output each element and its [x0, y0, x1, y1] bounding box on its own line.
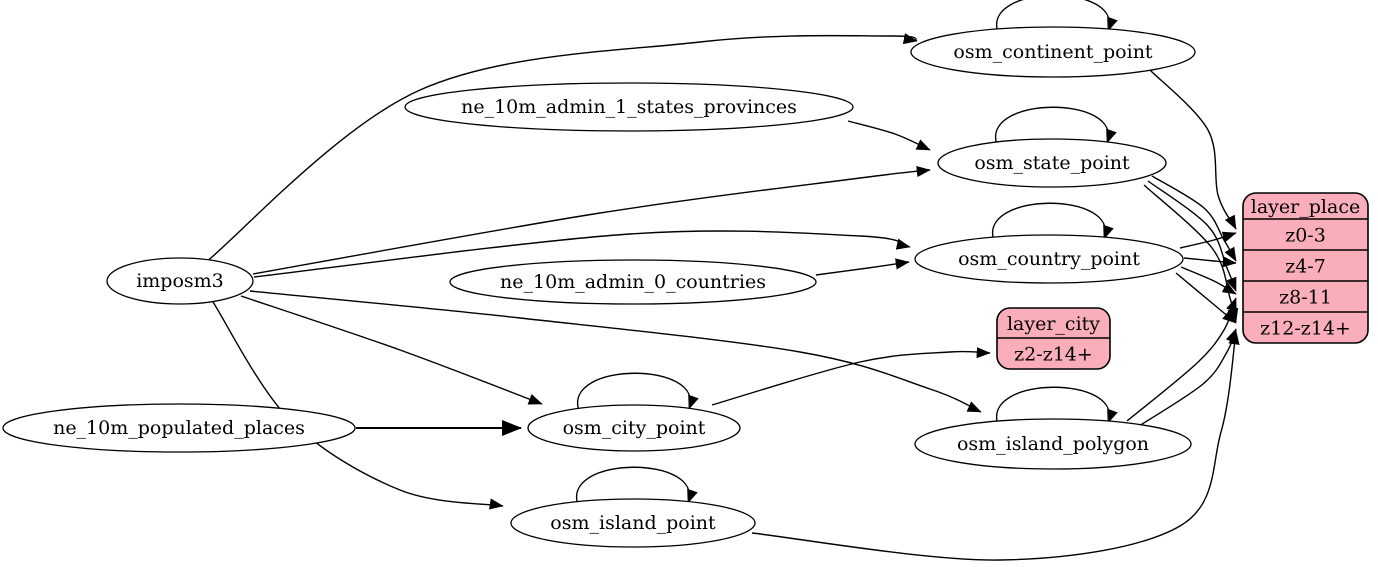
edge-osm_state_point-to-layer_place-row1 [1151, 175, 1237, 262]
layer_city-header: layer_city [1007, 313, 1100, 335]
self-loop-osm_continent_point [995, 0, 1118, 34]
node-label-osm_continent_point: osm_continent_point [953, 41, 1153, 63]
node-label-ne_10m_admin_1_states_provinces: ne_10m_admin_1_states_provinces [461, 96, 797, 118]
imposm3-ellipse [106, 257, 254, 305]
edge-osm_continent_point-to-layer_place-row0 [1149, 69, 1237, 230]
node-osm_island_polygon: osm_island_polygon [914, 418, 1192, 470]
node-label-ne_10m_admin_0_countries: ne_10m_admin_0_countries [500, 271, 766, 293]
edge-osm_country_point-to-layer_place-row2 [1180, 266, 1237, 295]
self-loop-osm_island_polygon [995, 386, 1118, 426]
self-loops-layer [575, 0, 1118, 506]
osm_island_point-ellipse [510, 498, 756, 548]
edge-imposm3-to-osm_island_polygon [249, 290, 982, 413]
layer_place-header: layer_place [1251, 196, 1360, 218]
edge-osm_state_point-to-layer_place-row2 [1147, 180, 1237, 292]
node-osm_continent_point: osm_continent_point [910, 26, 1196, 78]
ne_10m_admin_0_countries-ellipse [449, 259, 817, 305]
node-ne_10m_admin_0_countries: ne_10m_admin_0_countries [449, 259, 817, 305]
node-label-osm_state_point: osm_state_point [974, 152, 1130, 174]
node-osm_country_point: osm_country_point [914, 234, 1184, 284]
edge-osm_city_point-to-layer_city-row0 [711, 347, 991, 406]
edge-osm_country_point-to-layer_place-row0 [1179, 231, 1237, 249]
layer_city-row-0: z2-z14+ [1014, 344, 1093, 366]
layer_place-box [1242, 192, 1369, 344]
node-ne_10m_populated_places: ne_10m_populated_places [2, 403, 356, 453]
record-layer_city: layer_city z2-z14+ [996, 307, 1111, 370]
node-ne_10m_admin_1_states_provinces: ne_10m_admin_1_states_provinces [404, 82, 854, 132]
node-label-osm_island_polygon: osm_island_polygon [957, 433, 1149, 455]
self-loop-osm_city_point [576, 372, 699, 412]
node-label-osm_island_point: osm_island_point [550, 512, 716, 534]
edge-imposm3-to-osm_state_point [252, 165, 931, 275]
node-osm_island_point: osm_island_point [510, 498, 756, 548]
ne_10m_admin_1_states_provinces-ellipse [404, 82, 854, 132]
node-label-imposm3: imposm3 [136, 270, 224, 292]
self-loop-osm_state_point [994, 106, 1117, 146]
edge-imposm3-to-osm_continent_point [204, 33, 918, 264]
self-loop-osm_island_point [575, 466, 698, 506]
edge-ne_10m_admin_0_countries-to-osm_country_point [815, 258, 910, 276]
edge-osm_country_point-to-layer_place-row1 [1183, 256, 1237, 268]
ne_10m_populated_places-ellipse [2, 403, 356, 453]
edge-osm_island_polygon-to-layer_place-row2 [1126, 297, 1237, 422]
edge-imposm3-to-osm_country_point [253, 230, 911, 278]
layer_place-row-2: z8-11 [1279, 287, 1332, 309]
record-layer_place: layer_place z0-3 z4-7 z8-11 z12-z14+ [1242, 192, 1369, 344]
osm_island_polygon-ellipse [914, 418, 1192, 470]
node-label-osm_country_point: osm_country_point [958, 248, 1140, 270]
node-osm_city_point: osm_city_point [527, 404, 741, 452]
osm_continent_point-ellipse [910, 26, 1196, 78]
node-label-osm_city_point: osm_city_point [563, 417, 706, 439]
edge-imposm3-to-osm_island_point [212, 301, 504, 510]
osm_country_point-ellipse [914, 234, 1184, 284]
edge-ne_10m_admin_1_states_provinces-to-osm_state_point [847, 120, 931, 151]
layer_place-row-3: z12-z14+ [1260, 318, 1351, 340]
osm_city_point-ellipse [527, 404, 741, 452]
node-imposm3: imposm3 [106, 257, 254, 305]
edges-layer [204, 33, 1240, 561]
edge-osm_island_point-to-layer_place-row3 [751, 330, 1240, 561]
edge-osm_country_point-to-layer_place-row3 [1175, 272, 1237, 324]
edge-imposm3-to-osm_city_point [240, 295, 543, 405]
layer_place-row-1: z4-7 [1285, 256, 1326, 278]
node-label-ne_10m_populated_places: ne_10m_populated_places [53, 417, 305, 439]
node-osm_state_point: osm_state_point [937, 138, 1167, 188]
osm_state_point-ellipse [937, 138, 1167, 188]
self-loop-osm_country_point [991, 202, 1114, 242]
layer_place-row-0: z0-3 [1285, 225, 1326, 247]
